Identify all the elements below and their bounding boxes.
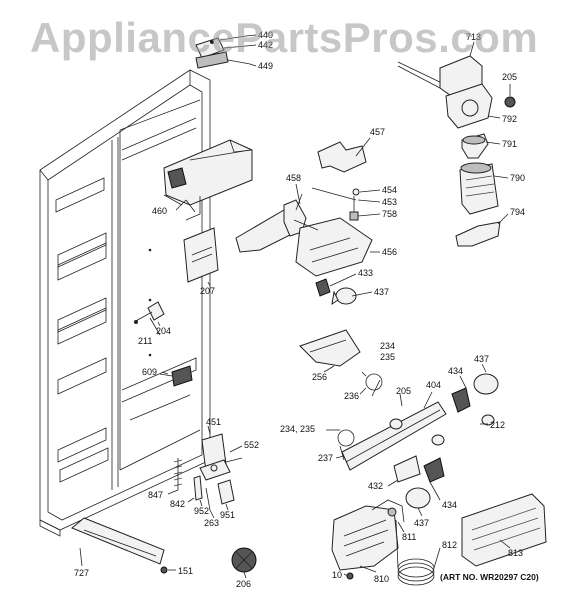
small-hardware-parts: [311, 187, 360, 221]
callout-437: 437: [374, 287, 389, 297]
lower-light-parts: [393, 455, 445, 509]
callout-432: 432: [368, 481, 383, 491]
callout-456: 456: [382, 247, 397, 257]
dispenser-housing-part: [235, 193, 373, 277]
callout-813: 813: [508, 548, 523, 558]
callout-952: 952: [194, 506, 209, 516]
callout-454: 454: [382, 185, 397, 195]
callout-457: 457: [370, 127, 385, 137]
callout-205-lower: 205: [396, 386, 411, 396]
callout-404: 404: [426, 380, 441, 390]
upper-light-parts: [315, 278, 357, 306]
callout-235: 235: [380, 352, 395, 362]
callout-713: 713: [466, 32, 481, 42]
callout-151: 151: [178, 566, 193, 576]
switch-part: [159, 365, 193, 387]
callout-451: 451: [206, 417, 221, 427]
callout-234-235: 234, 235: [280, 424, 315, 434]
callout-727: 727: [74, 568, 89, 578]
crossbar-assembly: [341, 373, 499, 471]
callout-794: 794: [510, 207, 525, 217]
callout-758: 758: [382, 209, 397, 219]
top-hinge-part: [195, 35, 251, 69]
refrigerator-cabinet: [39, 69, 211, 537]
callout-811: 811: [402, 532, 416, 542]
dispenser-cover-part: [299, 329, 361, 367]
watermark-logo: AppliancePartsPros.com: [30, 14, 539, 61]
art-number: (ART NO. WR20297 C20): [440, 572, 539, 582]
callout-810: 810: [374, 574, 389, 584]
callout-792: 792: [502, 114, 517, 124]
callout-442: 442: [258, 40, 273, 50]
callout-552: 552: [244, 440, 259, 450]
callout-237: 237: [318, 453, 333, 463]
bottom-trim-parts: [71, 517, 257, 574]
plate-part: [317, 141, 367, 173]
callout-234: 234: [380, 341, 395, 351]
callout-437-right: 437: [474, 354, 489, 364]
door-shelves: [55, 177, 109, 483]
callout-791: 791: [502, 139, 517, 149]
callout-10: 10: [332, 570, 342, 580]
callout-204: 204: [156, 326, 171, 336]
callout-458: 458: [286, 173, 301, 183]
callout-449: 449: [258, 61, 273, 71]
callout-790: 790: [510, 173, 525, 183]
callout-453: 453: [382, 197, 397, 207]
callout-212: 212: [490, 420, 505, 430]
callout-434-lower: 434: [442, 500, 457, 510]
callout-236: 236: [344, 391, 359, 401]
hinge-hardware: [173, 458, 235, 511]
bottom-hinge-part: [199, 433, 243, 481]
foam-block-part: [461, 493, 547, 567]
callout-256: 256: [312, 372, 327, 382]
leader-lines: [79, 34, 511, 579]
air-duct-part: [163, 139, 253, 221]
callout-211: 211: [138, 336, 152, 346]
cabinet-shelves: [121, 117, 197, 421]
callout-434: 434: [448, 366, 463, 376]
callout-206: 206: [236, 579, 251, 589]
callout-437-lower: 437: [414, 518, 429, 528]
auger-motor-assembly: [397, 55, 516, 247]
cover-part: [183, 227, 219, 283]
callout-labels: 440 442 449 713 205 792 791 790 794 457 …: [74, 30, 539, 589]
water-valve-assembly: [331, 499, 435, 586]
callout-263: 263: [204, 518, 219, 528]
light-socket-part: [133, 301, 165, 336]
callout-812: 812: [442, 540, 457, 550]
callout-433: 433: [358, 268, 373, 278]
callout-207: 207: [200, 286, 215, 296]
callout-205: 205: [502, 72, 517, 82]
callout-842: 842: [170, 499, 185, 509]
callout-460: 460: [152, 206, 167, 216]
callout-951: 951: [220, 510, 235, 520]
callout-440: 440: [258, 30, 273, 40]
callout-609: 609: [142, 367, 157, 377]
callout-847: 847: [148, 490, 163, 500]
